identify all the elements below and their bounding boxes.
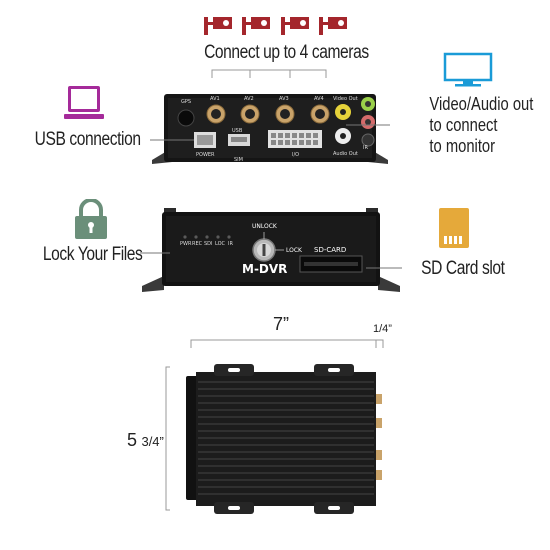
led-sdi-label: SDI [204, 241, 213, 247]
av1-label: AV1 [210, 96, 220, 102]
power-label: POWER [196, 152, 215, 158]
unlock-label: UNLOCK [252, 223, 277, 230]
usb-label: USB connection [34, 129, 141, 150]
security-camera-icon [281, 17, 309, 35]
video-label-line2: to connect [429, 115, 498, 135]
dvr-top-view [186, 364, 382, 514]
av4-label: AV4 [314, 96, 324, 102]
security-camera-icon [242, 17, 270, 35]
led-rec-label: REC [192, 241, 203, 247]
io-label: I/O [292, 152, 300, 158]
security-camera-icon [319, 17, 347, 35]
height-main: 5 [127, 430, 138, 450]
sd-card-icon [439, 208, 469, 248]
lock-knob-label: LOCK [286, 247, 302, 254]
brand-label: M-DVR [242, 262, 288, 276]
height-frac: 3/4” [141, 434, 164, 449]
video-label: Video/Audio out to connect to monitor [418, 94, 545, 157]
av2-label: AV2 [244, 96, 254, 102]
height-dimension-label: 5 3/4” [127, 430, 164, 451]
lock-label: Lock Your Files [42, 244, 143, 265]
cameras-label: Connect up to 4 cameras [204, 42, 369, 63]
cameras-bracket [211, 69, 327, 78]
width-dimension-label: 7” [273, 314, 290, 334]
laptop-icon [64, 86, 104, 119]
video-label-line3: to monitor [429, 136, 496, 156]
video-label-line1: Video/Audio out [429, 94, 534, 114]
padlock-icon [75, 199, 107, 239]
ir-label: IR [363, 145, 368, 151]
dvr-front-panel [140, 208, 402, 292]
gps-label: GPS [181, 99, 192, 105]
usb-port-label: USB [232, 128, 243, 134]
width-extra-label: 1/4” [373, 323, 392, 335]
sd-card-panel-label: SD-CARD [314, 246, 347, 254]
led-pwr-label: PWR [180, 241, 192, 247]
sd-label: SD Card slot [421, 258, 505, 279]
av3-label: AV3 [279, 96, 289, 102]
camera-icons [204, 17, 347, 35]
audio-out-label: Audio Out [333, 151, 358, 157]
video-out-label: Video Out [333, 96, 358, 102]
led-ir-label: IR [228, 241, 233, 247]
monitor-icon [443, 52, 493, 87]
sim-label: SIM [234, 157, 243, 163]
led-loc-label: LOC [215, 241, 226, 247]
dvr-rear-panel [150, 94, 390, 164]
security-camera-icon [204, 17, 232, 35]
